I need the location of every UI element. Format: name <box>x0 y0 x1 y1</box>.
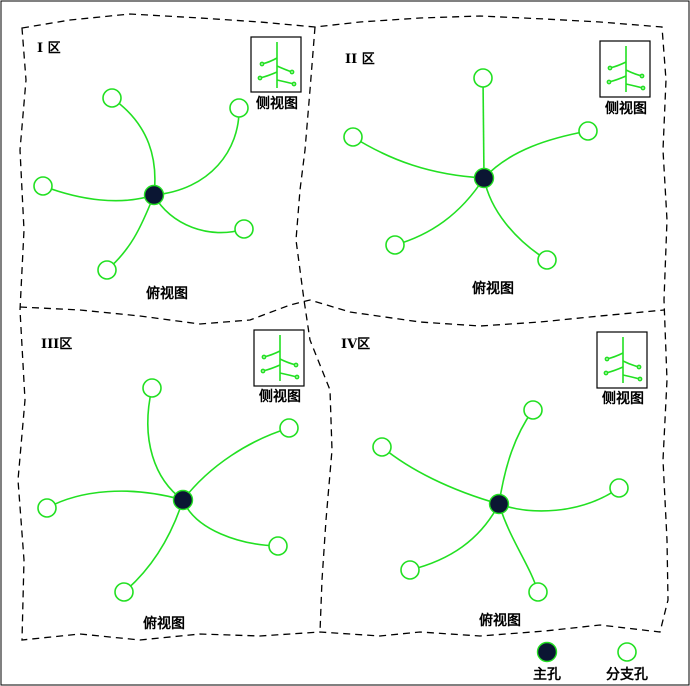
zone-2: II 区 侧视图 <box>343 40 651 297</box>
zone-3-side-view: 侧视图 <box>253 329 305 405</box>
main-hole <box>172 489 194 511</box>
legend: 主孔 分支孔 <box>533 641 648 683</box>
branch-hole <box>473 68 493 88</box>
branch-hole <box>343 127 363 147</box>
branch-hole <box>268 536 288 556</box>
legend-main-hole-icon <box>536 641 558 663</box>
legend-branch-hole-icon <box>617 642 637 662</box>
region-boundaries <box>17 13 669 641</box>
main-hole <box>473 167 495 189</box>
zone-4-top-view: 俯视图 <box>372 400 629 629</box>
branch-hole <box>528 582 548 602</box>
zone-2-side-view-label: 侧视图 <box>605 100 647 117</box>
zone-4-label: IV区 <box>341 337 370 352</box>
branch-hole <box>229 98 249 118</box>
zone-1-label: I 区 <box>37 41 61 56</box>
branch-hole <box>400 560 420 580</box>
legend-main-hole-label: 主孔 <box>533 666 561 683</box>
branch-hole <box>537 250 557 270</box>
zone-2-top-view: 俯视图 <box>343 68 598 297</box>
zone-2-top-view-label: 俯视图 <box>472 280 514 297</box>
branch-hole <box>37 498 57 518</box>
branch-hole <box>372 437 392 457</box>
zone-1-side-view-label: 侧视图 <box>256 95 298 112</box>
branch-hole <box>102 88 122 108</box>
branch-hole <box>33 176 53 196</box>
horizontal-divider <box>19 299 665 327</box>
zone-3-top-view: 俯视图 <box>37 378 299 632</box>
branch-hole <box>142 378 162 398</box>
branch-hole <box>279 418 299 438</box>
branch-hole <box>609 478 629 498</box>
branch-hole <box>523 400 543 420</box>
zone-1-top-view-label: 俯视图 <box>146 285 188 302</box>
zone-4: IV区 侧视图 <box>341 331 648 629</box>
zone-4-top-view-label: 俯视图 <box>479 612 521 629</box>
main-hole <box>488 493 510 515</box>
zone-3-side-view-label: 侧视图 <box>259 388 301 405</box>
branch-hole <box>234 219 254 239</box>
zone-2-side-view: 侧视图 <box>599 40 651 117</box>
zone-3-top-view-label: 俯视图 <box>143 615 185 632</box>
branch-hole <box>385 235 405 255</box>
vertical-divider <box>295 26 333 633</box>
main-hole <box>143 184 165 206</box>
legend-branch-hole-label: 分支孔 <box>606 666 648 683</box>
zone-1-side-view: 侧视图 <box>250 36 302 112</box>
outer-boundary <box>17 13 669 641</box>
zone-3-label: III区 <box>41 337 72 352</box>
branch-hole <box>114 582 134 602</box>
zone-1-top-view: 俯视图 <box>33 88 254 302</box>
zone-1: I 区 侧视图 <box>33 36 302 302</box>
zone-4-side-view: 侧视图 <box>596 331 648 407</box>
zone-3: III区 侧视图 <box>37 329 305 632</box>
branch-hole <box>97 260 117 280</box>
zone-2-label: II 区 <box>345 52 375 67</box>
branch-hole <box>578 121 598 141</box>
zone-4-side-view-label: 侧视图 <box>602 390 644 407</box>
